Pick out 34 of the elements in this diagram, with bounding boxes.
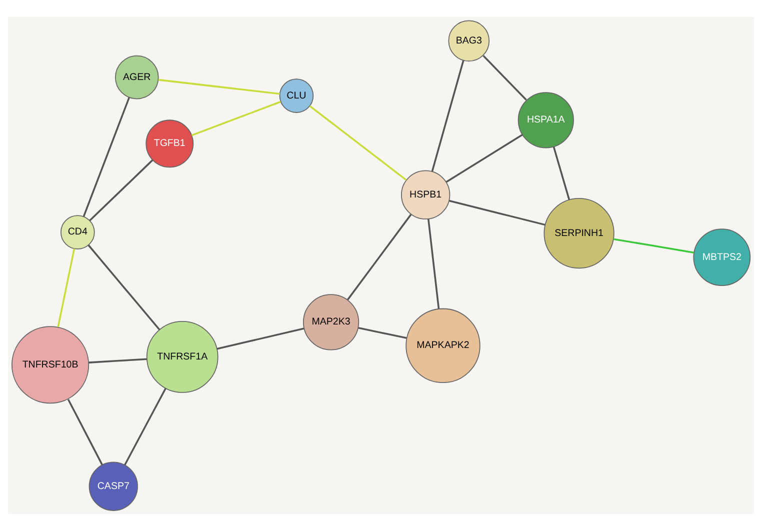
node-circle: SERPINH1 <box>544 198 614 269</box>
node-circle: CASP7 <box>88 462 138 511</box>
node-circle: HSPB1 <box>401 170 450 220</box>
node-circle: TNFRSF1A <box>146 321 218 393</box>
node-circle: TGFB1 <box>146 120 194 168</box>
connector <box>446 134 523 183</box>
connector <box>431 60 464 172</box>
connector <box>124 388 166 466</box>
connector <box>191 100 281 136</box>
connector <box>82 97 130 217</box>
connector <box>88 358 147 364</box>
node-circle: CD4 <box>60 215 95 250</box>
node-circle: MAP2K3 <box>302 294 360 350</box>
node-circle: MBTPS2 <box>693 228 751 286</box>
connector <box>358 327 407 339</box>
connector <box>427 218 440 309</box>
node-circle: AGER <box>115 55 159 100</box>
node-circle: TNFRSF10B <box>11 326 90 404</box>
node-circle: BAG3 <box>448 20 490 62</box>
connector <box>89 159 154 222</box>
connector <box>67 398 103 466</box>
node-circle: CLU <box>279 78 314 113</box>
connector <box>552 146 570 200</box>
node-circle: HSPA1A <box>518 92 574 148</box>
connector <box>449 200 546 226</box>
connector <box>216 328 304 350</box>
connector <box>88 244 160 330</box>
connector <box>613 238 694 254</box>
connector <box>309 105 407 181</box>
connector <box>347 214 412 300</box>
connector <box>57 248 76 328</box>
connector <box>158 78 280 95</box>
connector <box>482 55 527 101</box>
node-circle: MAPKAPK2 <box>406 308 480 384</box>
